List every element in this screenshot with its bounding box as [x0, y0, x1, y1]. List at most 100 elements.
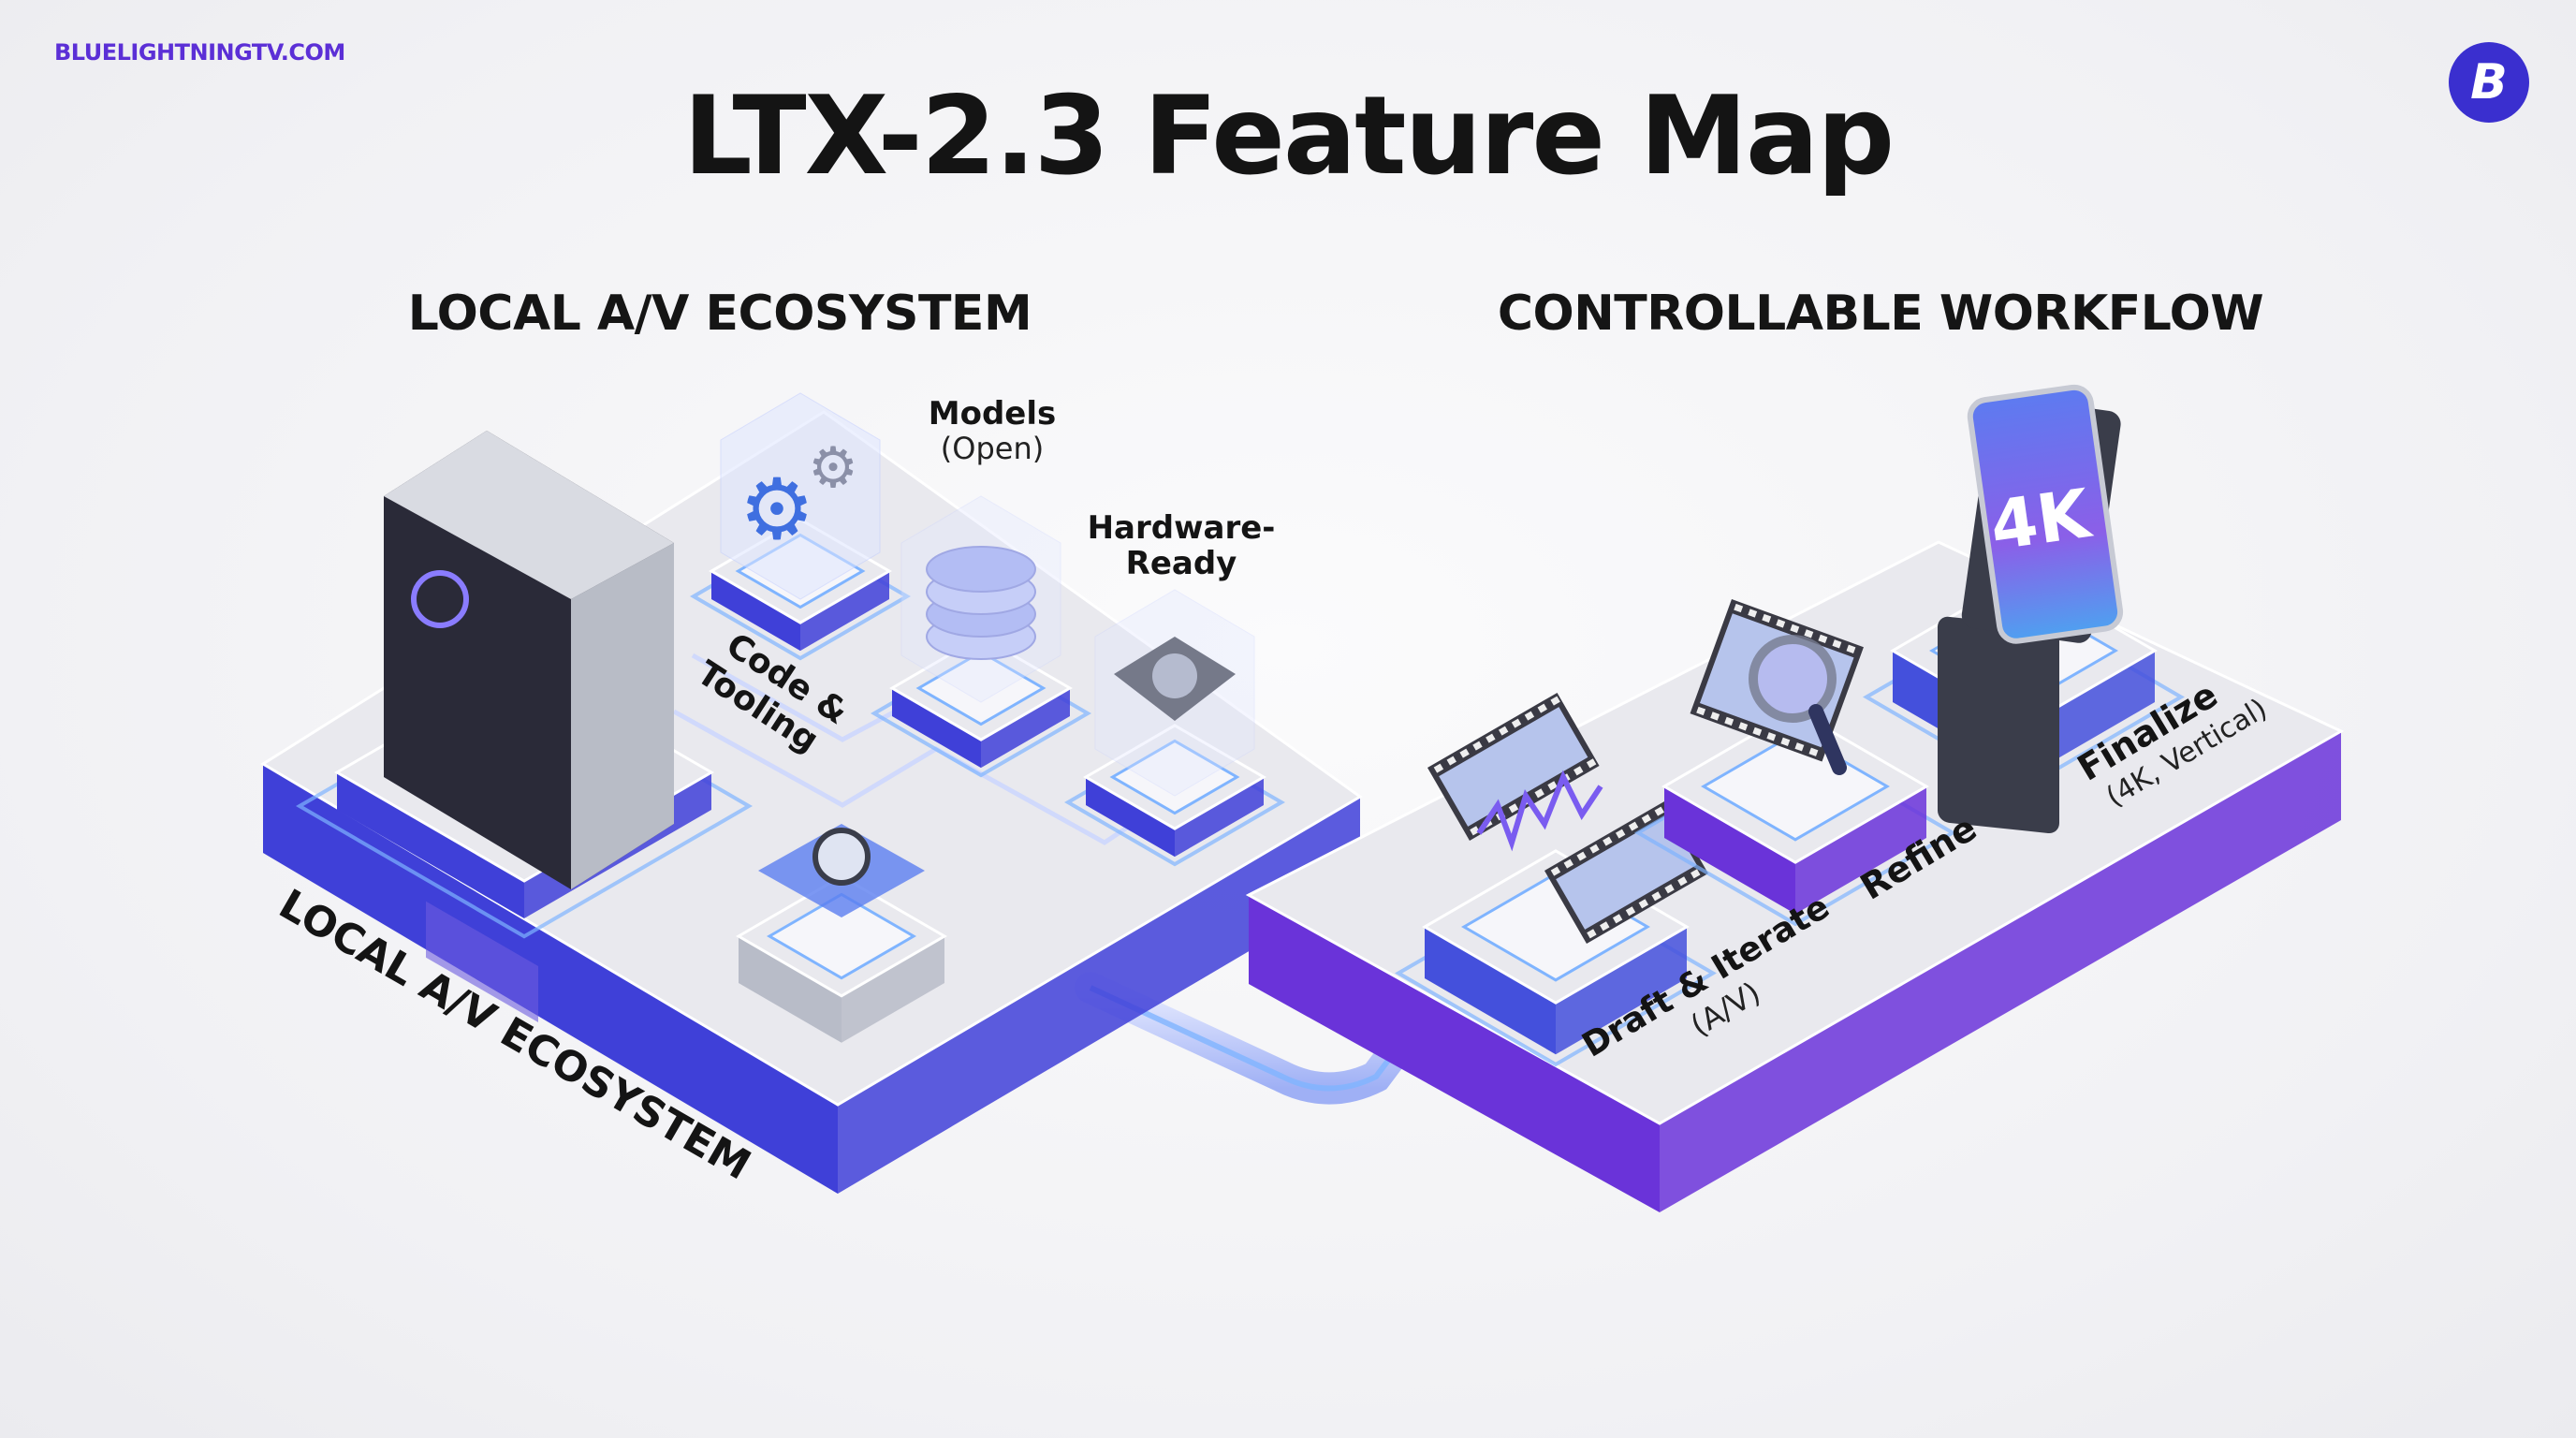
hardware-pad-left-face: [1086, 777, 1175, 858]
draft-pad-left-face: [1425, 927, 1556, 1055]
refine-pad-left-face: [1664, 786, 1795, 915]
refine-filmstrip-perforation: [1804, 629, 1814, 638]
right-platform-right-face: [1660, 731, 2341, 1212]
refine-filmstrip-perforation: [1752, 726, 1763, 737]
mini-pc-fan-icon: [812, 828, 871, 886]
pc-gpu-glow: [426, 901, 538, 1022]
refine-filmstrip-perforation: [1832, 639, 1842, 649]
connector-pipe-glow: [1089, 985, 1407, 1092]
draft-filmstrip-back-perforation: [1547, 781, 1558, 791]
refine-filmstrip-perforation: [1766, 732, 1777, 741]
mini-pc-base-inset: [767, 892, 916, 980]
brand-logo-badge: B: [2449, 42, 2529, 123]
brand-site-link[interactable]: BLUELIGHTNINGTV.COM: [54, 39, 345, 66]
draft-filmstrip-front-perforation: [1651, 891, 1661, 902]
models-pad-right-face: [981, 688, 1070, 769]
draft-filmstrip-back-perforation: [1534, 788, 1544, 799]
draft-filmstrip-front-perforation: [1550, 866, 1561, 876]
draft-filmstrip-front-perforation: [1615, 829, 1626, 839]
refine-filmstrip-perforation: [1762, 613, 1772, 624]
draft-filmstrip-back-perforation: [1470, 826, 1480, 836]
draft-filmstrip-back-content: [1439, 707, 1588, 827]
draft-filmstrip-front-perforation: [1654, 806, 1664, 816]
draft-filmstrip-back-perforation: [1537, 703, 1547, 713]
hardware-glass-cube: [1094, 589, 1255, 797]
draft-filmstrip-back-perforation: [1433, 763, 1444, 773]
draft-filmstrip-back-perforation: [1573, 766, 1584, 776]
hardware-pad-right-face: [1175, 777, 1264, 858]
magnifier-icon: [1749, 635, 1837, 723]
pc-pad-left-face: [337, 772, 524, 918]
draft-filmstrip-front-perforation: [1603, 836, 1613, 846]
draft-filmstrip-front-perforation: [1664, 884, 1675, 894]
refine-filmstrip-perforation: [1790, 624, 1800, 634]
code-tooling-pad-right-face: [800, 571, 889, 652]
draft-filmstrip-back-perforation: [1486, 733, 1496, 743]
mini-pc-base-right-face: [842, 936, 944, 1043]
audio-waveform-icon: [1476, 770, 1603, 852]
draft-filmstrip-front-perforation: [1690, 869, 1701, 879]
gear-icon: ⚙: [739, 461, 815, 559]
chip-fan-icon: [1152, 653, 1197, 698]
refine-filmstrip-perforation: [1738, 722, 1749, 731]
refine-filmstrip-perforation: [1794, 742, 1805, 752]
draft-filmstrip-front-perforation: [1612, 914, 1623, 924]
draft-filmstrip-back-perforation: [1459, 748, 1470, 758]
refine-filmstrip-perforation: [1724, 716, 1734, 726]
pc-fan-light-icon: [411, 570, 469, 628]
refine-filmstrip-perforation: [1748, 609, 1758, 618]
draft-filmstrip-front-perforation: [1587, 929, 1597, 939]
draft-filmstrip-back-perforation: [1550, 696, 1560, 706]
draft-filmstrip-front-perforation: [1628, 821, 1639, 831]
page-title: LTX-2.3 Feature Map: [682, 73, 1895, 199]
models-glass-cube: [900, 495, 1061, 703]
draft-pad-inset: [1461, 872, 1650, 982]
draft-filmstrip-front-content: [1556, 814, 1697, 930]
models-pad-left-face: [892, 688, 981, 769]
draft-pad-right-face: [1556, 927, 1687, 1055]
draft-filmstrip-front-perforation: [1638, 899, 1649, 909]
left-section-heading: LOCAL A/V ECOSYSTEM: [407, 286, 1032, 342]
draft-filmstrip-front-perforation: [1600, 921, 1610, 932]
draft-filmstrip-front-perforation: [1563, 858, 1573, 869]
draft-filmstrip-front-perforation: [1576, 851, 1587, 861]
refine-pad-inset: [1701, 731, 1890, 842]
models-label-2: (Open): [941, 431, 1044, 466]
refine-filmstrip-perforation: [1696, 706, 1706, 716]
refine-filmstrip-perforation: [1808, 747, 1819, 756]
models-label-1: Models: [929, 395, 1056, 433]
draft-filmstrip-back: [1427, 693, 1600, 841]
refine-filmstrip-perforation: [1780, 737, 1791, 746]
right-platform-left-face: [1249, 895, 1660, 1212]
tablet-device-icon: [1938, 616, 2059, 834]
4k-screen-text: 4K: [1985, 474, 2097, 565]
refine-filmstrip-perforation: [1734, 603, 1744, 613]
draft-filmstrip-back-perforation: [1472, 741, 1483, 751]
draft-filmstrip-front-perforation: [1625, 906, 1636, 917]
refine-filmstrip-perforation: [1818, 634, 1828, 644]
phone-screen-icon: [1967, 384, 2124, 644]
hardware-label-2: Ready: [1126, 545, 1237, 582]
draft-filmstrip-back-perforation: [1511, 718, 1522, 728]
code-tooling-pad-left-face: [711, 571, 800, 652]
model-disk-icon: [926, 546, 1036, 593]
gear-small-icon: ⚙: [808, 435, 858, 501]
draft-filmstrip-front-perforation: [1641, 814, 1652, 824]
models-pad-inset: [915, 650, 1046, 726]
right-section-heading: CONTROLLABLE WORKFLOW: [1497, 286, 2264, 342]
draft-filmstrip-back-perforation: [1524, 711, 1535, 721]
hardware-pad-inset: [1109, 739, 1240, 815]
draft-filmstrip-back-perforation: [1446, 756, 1456, 766]
draft-filmstrip-back-perforation: [1508, 803, 1519, 814]
refine-pad-right-face: [1795, 786, 1926, 915]
refine-filmstrip-perforation: [1776, 619, 1786, 628]
pc-tower-front: [571, 543, 674, 889]
left-platform-left-face: [263, 764, 838, 1194]
refine-filmstrip-perforation: [1710, 712, 1720, 721]
draft-filmstrip-back-perforation: [1586, 758, 1597, 769]
left-platform-right-face: [838, 797, 1360, 1194]
magnifier-handle: [1808, 704, 1847, 775]
draft-filmstrip-front-perforation: [1677, 876, 1688, 887]
code-glass-cube: [720, 392, 881, 600]
